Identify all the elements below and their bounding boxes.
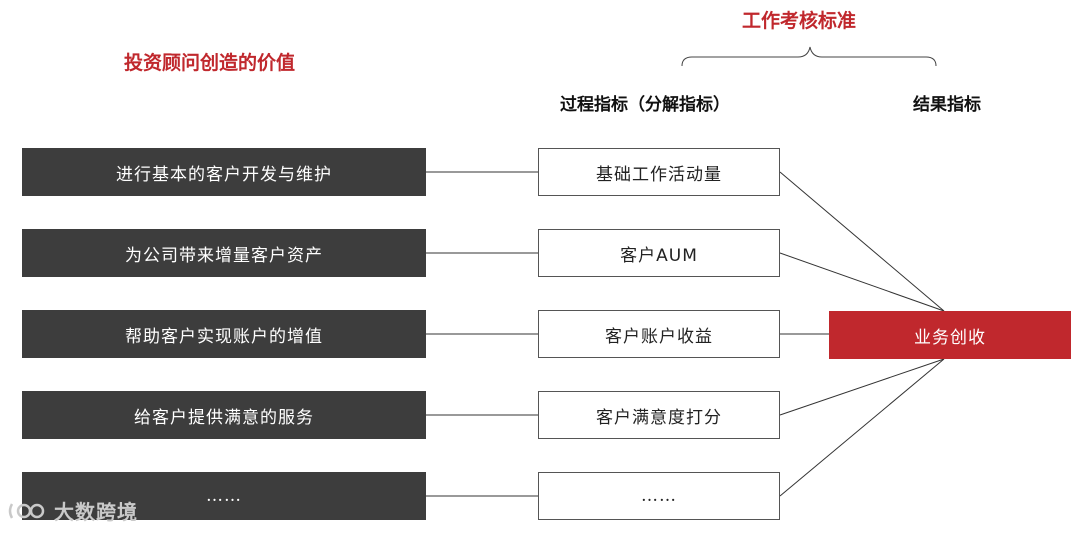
connector-result-5 <box>779 358 945 497</box>
value-box-3: 帮助客户实现账户的增值 <box>22 310 426 358</box>
value-box-4: 给客户提供满意的服务 <box>22 391 426 439</box>
process-box-3: 客户账户收益 <box>538 310 780 358</box>
value-box-2: 为公司带来增量客户资产 <box>22 229 426 277</box>
watermark: 大数跨境 <box>8 496 138 525</box>
assessment-title: 工作考核标准 <box>742 10 857 32</box>
watermark-text: 大数跨境 <box>54 500 138 524</box>
watermark-logo-icon <box>8 502 45 519</box>
process-box-1: 基础工作活动量 <box>538 148 780 196</box>
connector-result-4 <box>779 358 945 416</box>
connector-result-2 <box>779 252 945 312</box>
value-title: 投资顾问创造的价值 <box>124 52 296 74</box>
process-box-5: …… <box>538 472 780 520</box>
process-indicator-header: 过程指标（分解指标） <box>560 95 730 115</box>
connector-result-1 <box>779 171 945 312</box>
header-brace <box>681 46 937 67</box>
result-indicator-header: 结果指标 <box>913 95 981 115</box>
value-box-1: 进行基本的客户开发与维护 <box>22 148 426 196</box>
result-box: 业务创收 <box>829 311 1071 359</box>
process-box-4: 客户满意度打分 <box>538 391 780 439</box>
process-box-2: 客户AUM <box>538 229 780 277</box>
value-box-5: …… <box>22 472 426 520</box>
